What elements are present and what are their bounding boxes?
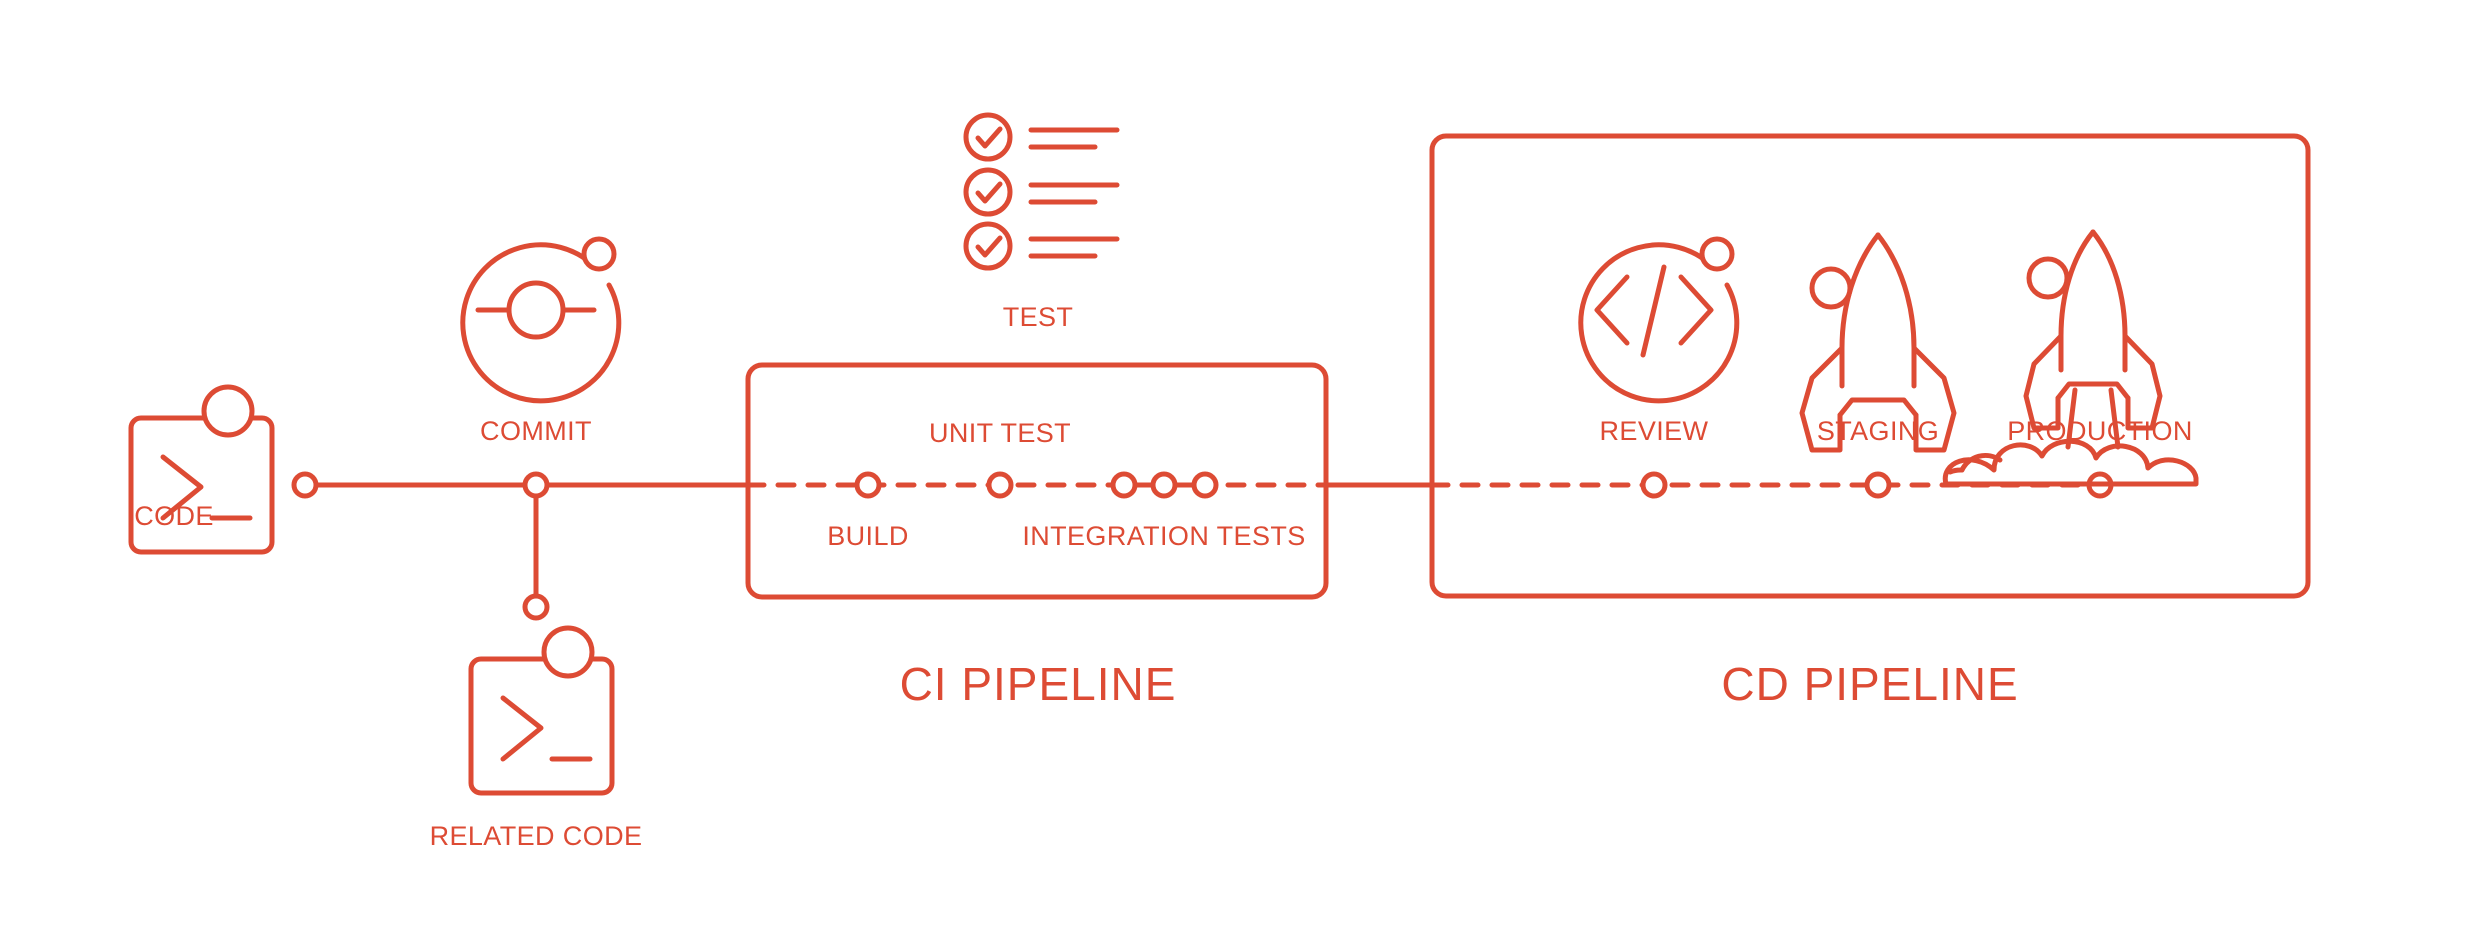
review-label: REVIEW	[1600, 416, 1709, 446]
related-code-terminal-icon[interactable]	[468, 625, 615, 796]
timeline-node-build[interactable]	[854, 471, 882, 499]
unit-test-label: UNIT TEST	[929, 418, 1071, 448]
timeline-node-unit-test[interactable]	[986, 471, 1014, 499]
timeline-node-review[interactable]	[1640, 471, 1668, 499]
cd-pipeline-title: CD PIPELINE	[1721, 658, 2018, 710]
rocket-icon[interactable]	[1799, 232, 1957, 453]
rocket-launch-icon[interactable]	[1942, 229, 2199, 487]
timeline-node-integration-1[interactable]	[1110, 471, 1138, 499]
cd-pipeline-box	[1429, 133, 2311, 599]
ci-pipeline-box	[745, 362, 1329, 600]
ci-pipeline-title: CI PIPELINE	[900, 658, 1177, 710]
commit-label: COMMIT	[480, 416, 592, 446]
timeline-node-staging[interactable]	[1864, 471, 1892, 499]
production-label: PRODUCTION	[2007, 416, 2193, 446]
terminal-code-icon[interactable]	[128, 384, 275, 555]
commit-orbit-icon[interactable]	[460, 236, 622, 404]
code-label: CODE	[134, 501, 214, 531]
timeline-node-integration-2[interactable]	[1150, 471, 1178, 499]
timeline-node-related-code[interactable]	[522, 593, 550, 621]
checklist-icon[interactable]	[963, 112, 1120, 271]
build-label: BUILD	[827, 521, 909, 551]
integration-tests-label: INTEGRATION TESTS	[1022, 521, 1305, 551]
related-code-label: RELATED CODE	[430, 821, 643, 851]
timeline-node-integration-3[interactable]	[1191, 471, 1219, 499]
timeline-node-commit[interactable]	[522, 471, 550, 499]
test-label: TEST	[1003, 302, 1074, 332]
code-review-circle-icon[interactable]	[1578, 236, 1740, 404]
staging-label: STAGING	[1817, 416, 1939, 446]
timeline-node-start[interactable]	[291, 471, 319, 499]
